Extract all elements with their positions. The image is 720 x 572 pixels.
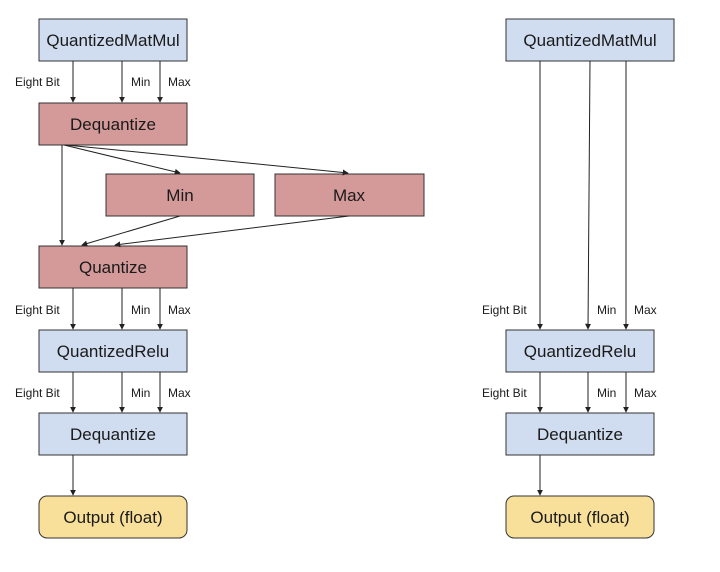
node-label: Dequantize bbox=[70, 115, 156, 134]
edge-label-max: Max bbox=[634, 303, 657, 317]
node-label: Quantize bbox=[79, 258, 147, 277]
left-node-quantized-matmul[interactable]: QuantizedMatMul bbox=[38, 18, 188, 62]
edge-label-eight-bit: Eight Bit bbox=[482, 386, 527, 400]
right-node-dequantize[interactable]: Dequantize bbox=[505, 412, 655, 456]
right-graph: QuantizedMatMul QuantizedRelu Dequantize… bbox=[482, 18, 675, 539]
edge-min bbox=[585, 60, 592, 330]
edge-label-min: Min bbox=[131, 75, 150, 89]
edge-label-max: Max bbox=[168, 386, 191, 400]
left-edges-matmul-to-dequantize bbox=[70, 61, 163, 103]
left-edges-relu-to-dequantize bbox=[70, 372, 163, 413]
edge-max-to-quantize bbox=[114, 215, 350, 248]
left-edges-dequantize-fanout bbox=[59, 144, 350, 248]
left-graph: QuantizedMatMul Dequantize Min Max Quant… bbox=[15, 18, 425, 539]
node-label: QuantizedMatMul bbox=[46, 31, 179, 50]
edge-label-eight-bit: Eight Bit bbox=[15, 303, 60, 317]
left-edges-quantize-to-relu bbox=[70, 288, 163, 330]
right-node-output[interactable]: Output (float) bbox=[505, 495, 655, 539]
node-label: Max bbox=[333, 186, 366, 205]
edge-label-min: Min bbox=[597, 303, 616, 317]
edge-dequantize-to-max bbox=[65, 144, 349, 176]
edge-label-min: Min bbox=[597, 386, 616, 400]
edge-dequantize-to-min bbox=[63, 144, 181, 175]
edge-label-eight-bit: Eight Bit bbox=[15, 75, 60, 89]
node-label: QuantizedRelu bbox=[57, 342, 169, 361]
right-node-quantized-relu[interactable]: QuantizedRelu bbox=[505, 329, 655, 373]
edge-label-min: Min bbox=[131, 386, 150, 400]
left-node-output[interactable]: Output (float) bbox=[38, 495, 188, 539]
edge-label-max: Max bbox=[168, 75, 191, 89]
left-node-max[interactable]: Max bbox=[274, 173, 425, 217]
left-node-min[interactable]: Min bbox=[105, 173, 255, 217]
node-label: Min bbox=[166, 186, 193, 205]
edge-label-eight-bit: Eight Bit bbox=[482, 303, 527, 317]
right-edges-matmul-to-relu bbox=[537, 60, 629, 330]
right-node-quantized-matmul[interactable]: QuantizedMatMul bbox=[505, 18, 675, 62]
node-label: Output (float) bbox=[63, 508, 162, 527]
edge-label-eight-bit: Eight Bit bbox=[15, 386, 60, 400]
edge-min-to-quantize bbox=[81, 215, 181, 247]
left-node-dequantize-1[interactable]: Dequantize bbox=[38, 102, 188, 146]
edge-label-max: Max bbox=[634, 386, 657, 400]
edge-label-min: Min bbox=[131, 303, 150, 317]
left-node-dequantize-2[interactable]: Dequantize bbox=[38, 412, 188, 456]
node-label: QuantizedMatMul bbox=[523, 31, 656, 50]
left-node-quantized-relu[interactable]: QuantizedRelu bbox=[38, 329, 188, 373]
node-label: Dequantize bbox=[70, 425, 156, 444]
node-label: QuantizedRelu bbox=[524, 342, 636, 361]
left-node-quantize[interactable]: Quantize bbox=[38, 245, 188, 289]
edge-label-max: Max bbox=[168, 303, 191, 317]
node-label: Output (float) bbox=[530, 508, 629, 527]
right-edges-relu-to-dequantize bbox=[537, 372, 629, 413]
node-label: Dequantize bbox=[537, 425, 623, 444]
